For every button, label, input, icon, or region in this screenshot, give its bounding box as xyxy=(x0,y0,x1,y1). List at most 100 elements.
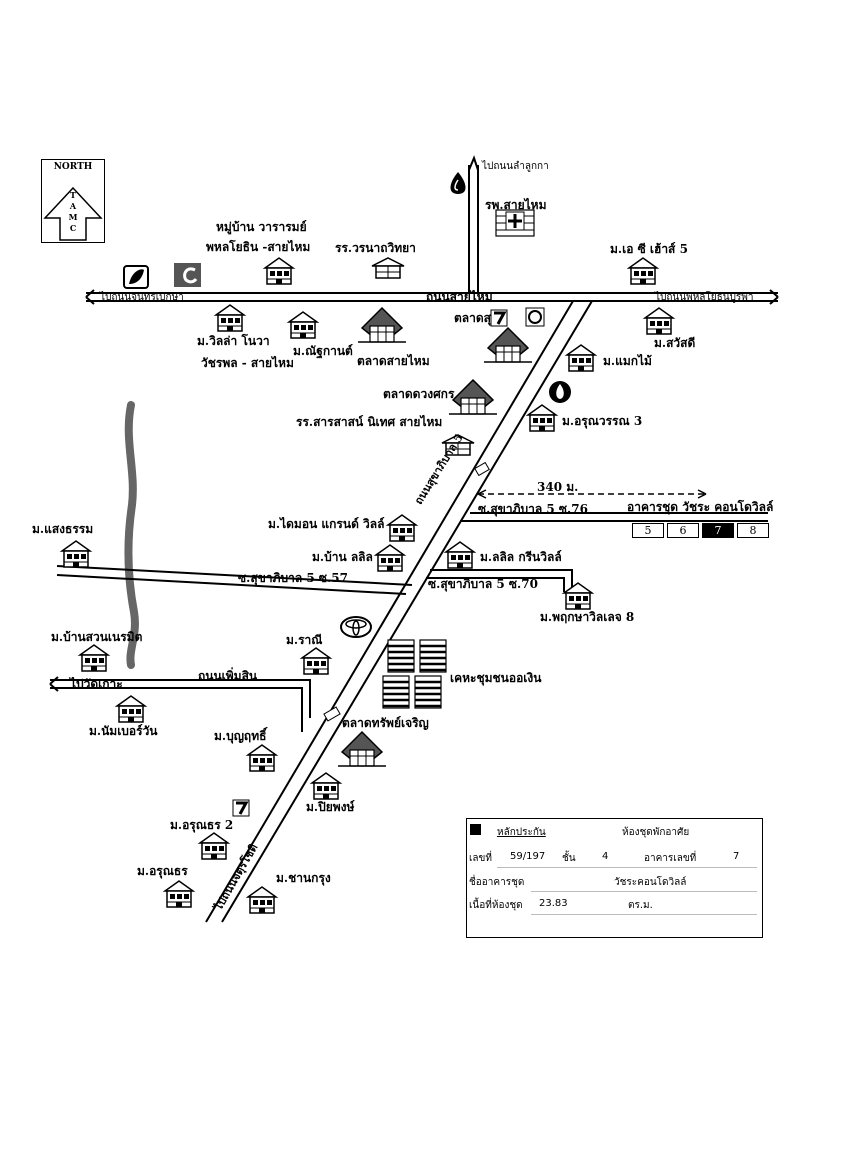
place-label: ม.ลลิล กรีนวิลล์ xyxy=(480,550,562,564)
road-soi76 xyxy=(460,512,768,522)
flat-icon xyxy=(386,638,416,674)
canal xyxy=(124,401,139,669)
flat-icon xyxy=(381,674,411,710)
road-soi70 xyxy=(426,569,573,592)
info-bldg-label: อาคารเลขที่ xyxy=(644,853,697,864)
north-letter: T xyxy=(70,190,76,200)
place-label: ม.ชานกรุง xyxy=(276,871,331,885)
road-label-soi76: ซ.สุขาภิบาล 5 ซ.76 xyxy=(478,502,588,516)
place-label: วัชรพล - สายไหม xyxy=(201,356,294,370)
north-arrow-icon xyxy=(43,186,103,241)
info-name-label: ชื่ออาคารชุด xyxy=(469,877,525,888)
place-label: ม.อรุณธร xyxy=(137,864,188,878)
house-icon xyxy=(644,307,674,335)
house-icon xyxy=(387,514,417,542)
house-icon xyxy=(628,257,658,285)
footbridge-icon xyxy=(474,461,490,477)
road-label-chanthrapraya: ไปถนนจันทรเบกษา xyxy=(100,292,184,303)
house-icon xyxy=(215,304,245,332)
bank-icon xyxy=(174,263,201,287)
place-label: ตลาดทรัพย์เจริญ xyxy=(342,716,429,730)
place-label: ตลาดสุ xyxy=(454,311,492,325)
info-no-label: เลขที่ xyxy=(469,853,492,864)
seven-eleven-icon xyxy=(231,798,251,818)
gas-station-icon xyxy=(123,265,149,289)
house-icon xyxy=(301,647,331,675)
info-floor-value: 4 xyxy=(602,851,609,862)
place-label: หมู่บ้าน วารารมย์ xyxy=(216,220,307,234)
road-sukhapiban5 xyxy=(205,300,593,923)
info-area-label: เนื้อที่ห้องชุด xyxy=(469,900,523,911)
place-label: ม.วิลล่า โนวา xyxy=(197,334,270,348)
distance-label: 340 ม. xyxy=(537,480,579,494)
house-icon xyxy=(288,311,318,339)
place-label: ม.ปิยพงษ์ xyxy=(306,800,355,814)
place-label: ม.อรุณวรรณ 3 xyxy=(562,414,643,428)
bank-icon xyxy=(525,307,545,327)
distance-arrow xyxy=(477,489,707,499)
legend-swatch xyxy=(470,824,481,835)
info-area-value: 23.83 xyxy=(539,898,568,909)
footbridge-icon xyxy=(323,706,341,722)
info-rule xyxy=(497,867,757,868)
place-label: ม.สวัสดี xyxy=(654,336,696,350)
market-icon xyxy=(337,731,387,767)
place-label: ม.พฤกษาวิลเลจ 8 xyxy=(540,610,635,624)
place-label: รร.วรนาถวิทยา xyxy=(335,241,416,255)
info-floor-label: ชั้น xyxy=(562,853,576,864)
house-icon xyxy=(566,344,596,372)
market-icon xyxy=(357,307,407,343)
place-label: ม.ไดมอน แกรนด์ วิลล์ xyxy=(268,517,385,531)
legend-label: หลักประกัน xyxy=(497,827,546,838)
road-soi57 xyxy=(56,565,413,595)
house-icon xyxy=(61,540,91,568)
property-info-box: หลักประกัน ห้องชุดพักอาศัย เลขที่ 59/197… xyxy=(466,818,763,938)
place-label: เคหะชุมชนออเงิน xyxy=(450,671,542,685)
road-label-phahon: ไปถนนพหลโยธินบูรพา xyxy=(655,292,754,303)
house-icon xyxy=(247,744,277,772)
place-label: รพ.สายไหม xyxy=(485,198,547,212)
road-label-wat-ko: ไปวัดเกาะ xyxy=(70,677,123,691)
house-icon xyxy=(375,544,405,572)
road-sai-mai xyxy=(85,289,779,305)
road-label-soi57: ซ.สุขาภิบาล 5 ซ.57 xyxy=(238,571,348,585)
place-label: ม.นัมเบอร์วัน xyxy=(89,724,158,738)
info-name-value: วัชระคอนโดวิลล์ xyxy=(614,877,687,888)
north-letter: A xyxy=(69,201,77,211)
house-icon xyxy=(264,257,294,285)
road-to-luk-ka xyxy=(468,155,479,293)
road-phoem-sin xyxy=(49,676,311,732)
place-label: ม.แสงธรรม xyxy=(32,522,94,536)
unit-box: 5 xyxy=(632,523,664,538)
place-label: ม.บ้าน ลลิล xyxy=(312,550,373,564)
house-icon xyxy=(164,880,194,908)
place-label: ตลาดดวงศกร xyxy=(383,387,455,401)
north-indicator: NORTH T A M C xyxy=(41,159,105,243)
road-label-luk-ka: ไปถนนลำลูกกา xyxy=(482,161,549,172)
car-dealer-icon xyxy=(340,616,372,638)
info-no-value: 59/197 xyxy=(510,851,546,862)
gas-station-icon xyxy=(450,172,466,194)
flat-icon xyxy=(418,638,448,674)
north-letter: M xyxy=(68,212,78,222)
house-icon xyxy=(311,772,341,800)
info-rule xyxy=(531,914,757,915)
house-icon xyxy=(527,404,557,432)
info-rule xyxy=(531,891,757,892)
house-icon xyxy=(247,886,277,914)
place-label: ม.บุญฤทธิ์ xyxy=(214,729,267,743)
market-icon xyxy=(483,327,533,363)
seven-eleven-icon xyxy=(489,308,509,328)
unit-box-active: 7 xyxy=(702,523,734,538)
road-label-sai-mai: ถนนสายไหม xyxy=(426,290,493,304)
place-label: ม.บ้านสวนเนรมิต xyxy=(51,630,143,644)
market-icon xyxy=(448,379,498,415)
property-type: ห้องชุดพักอาศัย xyxy=(622,827,690,838)
info-bldg-value: 7 xyxy=(733,851,740,862)
flat-icon xyxy=(413,674,443,710)
house-icon xyxy=(116,695,146,723)
school-icon xyxy=(371,257,405,279)
north-letters: T A M C xyxy=(42,190,104,234)
info-area-unit: ตร.ม. xyxy=(628,900,653,911)
